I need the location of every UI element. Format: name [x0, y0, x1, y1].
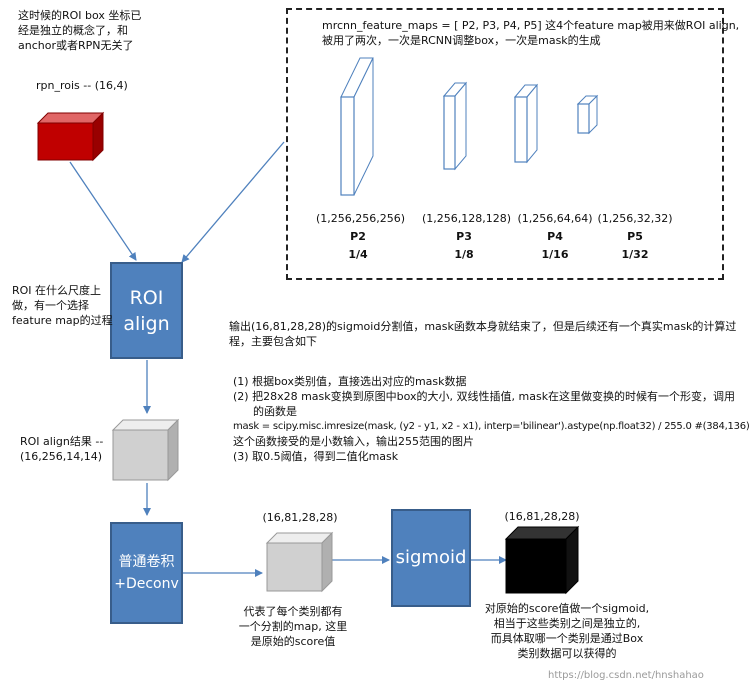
step-2-line2: 的函数是 — [253, 405, 297, 418]
output-cube — [504, 525, 580, 595]
feature-map-p4 — [513, 83, 539, 164]
p2-scale: 1/4 — [348, 248, 368, 261]
roi-align-result-cube — [111, 418, 180, 482]
p4-name: P4 — [547, 230, 563, 243]
roi-align-title-line2: align — [123, 312, 170, 335]
p5-name: P5 — [627, 230, 643, 243]
p3-scale: 1/8 — [454, 248, 474, 261]
score-cube-shape: (16,81,28,28) — [262, 511, 338, 524]
sigmoid-box: sigmoid — [391, 509, 471, 607]
feature-map-p2 — [340, 57, 374, 196]
p3-name: P3 — [456, 230, 472, 243]
rpn-rois-cube — [36, 111, 105, 162]
score-cube — [265, 531, 334, 593]
score-cube-note: 代表了每个类别都有 一个分割的map, 这里 是原始的score值 — [238, 605, 348, 648]
step-1: (1) 根据box类别值，直接选出对应的mask数据 — [233, 375, 467, 388]
imresize-note: 这个函数接受的是小数输入，输出255范围的图片 — [233, 435, 474, 448]
sigmoid-label: sigmoid — [395, 547, 467, 568]
explanation-intro: 输出(16,81,28,28)的sigmoid分割值，mask函数本身就结束了，… — [229, 320, 737, 348]
p4-scale: 1/16 — [541, 248, 569, 261]
roi-box-note: 这时候的ROI box 坐标已 经是独立的概念了，和 anchor或者RPN无关… — [18, 9, 142, 52]
roi-align-note: ROI 在什么尺度上 做，有一个选择 feature map的过程 — [12, 284, 113, 327]
p4-shape: (1,256,64,64) — [517, 212, 593, 225]
p5-scale: 1/32 — [621, 248, 649, 261]
step-3: (3) 取0.5阈值，得到二值化mask — [233, 450, 399, 463]
conv-line1: 普通卷积 — [118, 554, 175, 570]
roi-align-box: ROI align — [110, 262, 183, 359]
roi-align-result-label: ROI align结果 -- (16,256,14,14) — [20, 435, 104, 463]
feature-map-p3 — [442, 81, 468, 171]
p2-name: P2 — [350, 230, 366, 243]
roi-align-title-line1: ROI — [129, 286, 164, 309]
feature-maps-group — [286, 8, 724, 280]
p3-shape: (1,256,128,128) — [422, 212, 512, 225]
explanation-steps: (1) 根据box类别值，直接选出对应的mask数据 (2) 把28x28 ma… — [233, 374, 750, 464]
conv-deconv-box: 普通卷积 +Deconv — [110, 522, 183, 624]
feature-map-p5 — [576, 94, 599, 135]
step-2-line1: (2) 把28x28 mask变换到原图中box的大小, 双线性插值, mask… — [233, 390, 736, 403]
p2-shape: (1,256,256,256) — [316, 212, 406, 225]
p5-shape: (1,256,32,32) — [597, 212, 673, 225]
output-cube-note: 对原始的score值做一个sigmoid, 相当于这些类别之间是独立的, 而具体… — [484, 602, 650, 660]
feature-maps-header: mrcnn_feature_maps = [ P2, P3, P4, P5] 这… — [322, 19, 740, 47]
imresize-code-line: mask = scipy.misc.imresize(mask, (y2 - y… — [233, 421, 750, 432]
output-cube-shape: (16,81,28,28) — [504, 510, 580, 523]
rpn-rois-label: rpn_rois -- (16,4) — [36, 79, 128, 92]
arrow-rpn-to-roialign — [69, 161, 137, 261]
conv-line2: +Deconv — [114, 576, 179, 592]
watermark: https://blog.csdn.net/hnshahao — [548, 670, 704, 681]
arrow-featuremaps-to-roialign — [181, 141, 285, 263]
